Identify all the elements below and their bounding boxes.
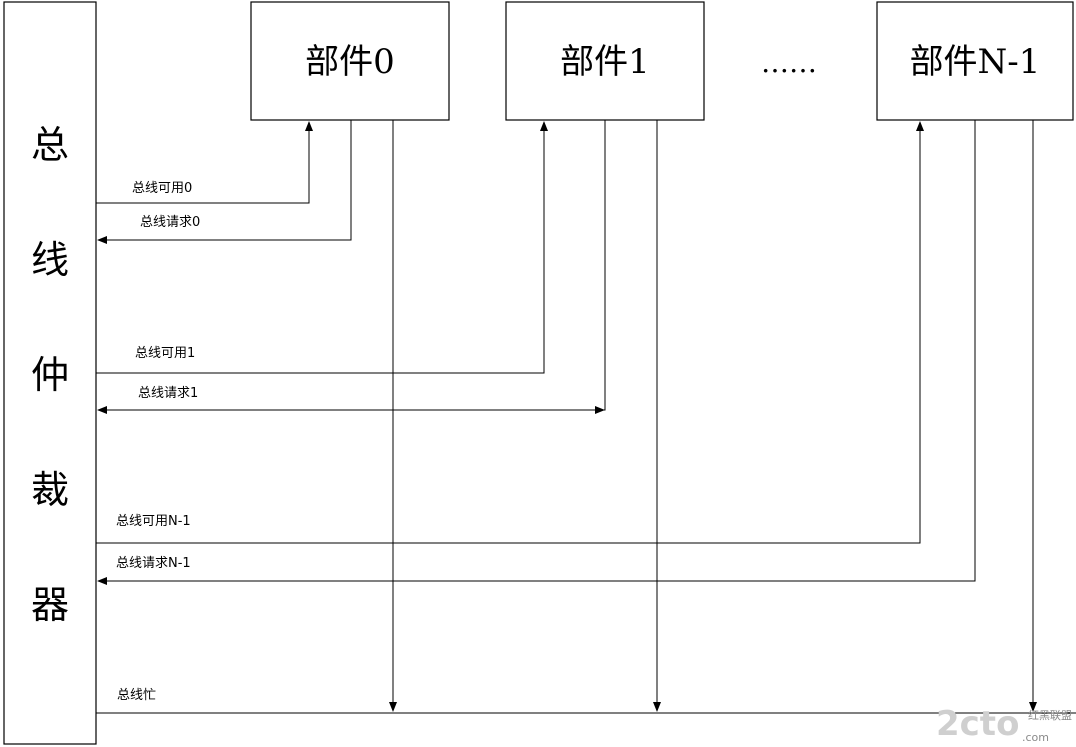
grant-n-1-label: 总线可用N-1 [116,514,191,529]
request-1-line [97,120,606,414]
grant-n-1-line [96,121,924,544]
request-0-line [97,120,352,244]
watermark-suffix: .com [1022,731,1049,744]
component-0-label: 部件0 [305,42,395,82]
grant-1-label: 总线可用1 [135,346,195,361]
component-n-1-box [876,1,1074,121]
request-n-1-line [97,120,976,585]
ellipsis: …… [761,46,817,79]
grant-0-label: 总线可用0 [132,181,192,196]
arbiter-char-2: 线 [31,238,69,282]
arbiter-char-5: 器 [31,583,69,627]
arbiter-char-1: 总 [31,123,69,167]
grant-0-line [96,121,313,204]
arbiter-char-4: 裁 [31,468,69,512]
watermark-logo: 2cto [936,704,1019,744]
component-1-label: 部件1 [560,42,650,82]
grant-1-line [96,121,548,374]
watermark-tag: 红黑联盟 [1028,709,1072,722]
request-n-1-label: 总线请求N-1 [116,556,191,571]
arbiter-char-3: 仲 [31,353,69,397]
request-0-label: 总线请求0 [140,215,200,230]
component-1-box [505,1,705,121]
component-n-1-label: 部件N-1 [910,42,1041,82]
request-1-label: 总线请求1 [138,386,198,401]
bus-arbiter-box [3,1,97,745]
component-0-box [250,1,450,121]
bus-busy-label: 总线忙 [117,688,156,703]
